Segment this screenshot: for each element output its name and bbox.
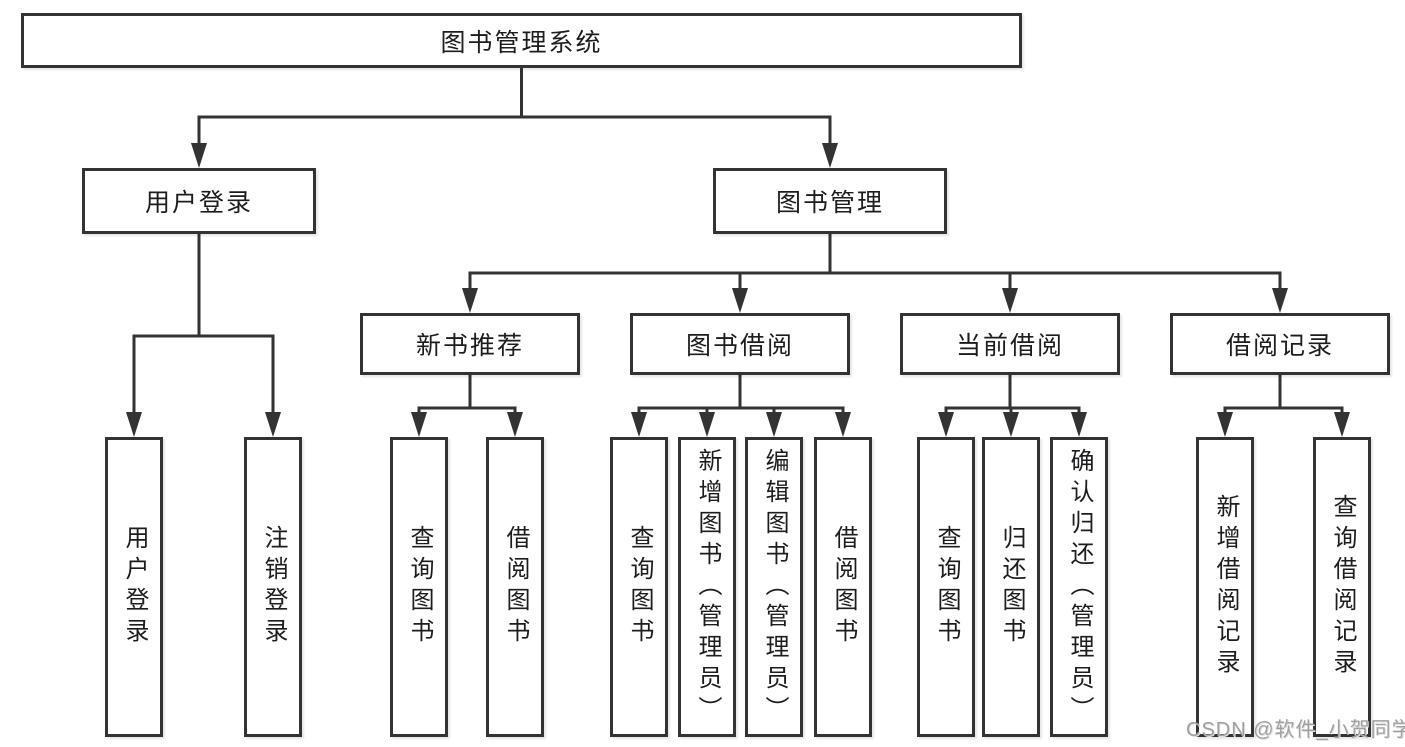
node-root-label: 图书管理系统 bbox=[440, 28, 603, 57]
leaf-query-books-recommend-label: 查询图书 bbox=[406, 525, 433, 649]
leaf-user-login: 用户登录 bbox=[105, 437, 163, 737]
leaf-add-borrow-record: 新增借阅记录 bbox=[1196, 437, 1254, 737]
arrowhead bbox=[191, 143, 207, 168]
leaf-confirm-return-admin-label: 确认归还（管理员） bbox=[1066, 447, 1093, 727]
node-book-borrowing: 图书借阅 bbox=[630, 313, 850, 375]
leaf-edit-book-admin-label: 编辑图书（管理员） bbox=[761, 447, 788, 727]
arrowhead bbox=[462, 288, 478, 313]
connector-book-borrowing-to-leaves bbox=[631, 373, 851, 437]
node-new-book-recommendation: 新书推荐 bbox=[360, 313, 580, 375]
arrowhead bbox=[126, 412, 142, 437]
arrowhead bbox=[835, 412, 851, 437]
connector-borrowing-records-to-leaves bbox=[1217, 373, 1350, 437]
arrowhead bbox=[938, 412, 954, 437]
leaf-add-borrow-record-label: 新增借阅记录 bbox=[1212, 494, 1239, 680]
arrowhead bbox=[411, 412, 427, 437]
node-user-login-label: 用户登录 bbox=[144, 189, 253, 217]
connector-root-to-level2 bbox=[191, 66, 838, 168]
arrowhead bbox=[1217, 412, 1233, 437]
arrowhead bbox=[631, 412, 647, 437]
arrowhead bbox=[1002, 288, 1018, 313]
leaf-edit-book-admin: 编辑图书（管理员） bbox=[745, 437, 803, 737]
node-current-borrowing: 当前借阅 bbox=[900, 313, 1120, 375]
leaf-logout-label: 注销登录 bbox=[260, 525, 287, 649]
leaf-return-book: 归还图书 bbox=[982, 437, 1040, 737]
leaf-query-borrow-record-label: 查询借阅记录 bbox=[1329, 494, 1356, 680]
node-root: 图书管理系统 bbox=[21, 13, 1022, 68]
node-borrowing-records-label: 借阅记录 bbox=[1225, 332, 1334, 360]
leaf-return-book-label: 归还图书 bbox=[998, 525, 1025, 649]
node-book-borrowing-label: 图书借阅 bbox=[685, 332, 794, 360]
connector-book-management-to-level3 bbox=[462, 232, 1288, 313]
arrowhead bbox=[1334, 412, 1350, 437]
leaf-query-books-current: 查询图书 bbox=[917, 437, 975, 737]
leaf-add-book-admin: 新增图书（管理员） bbox=[678, 437, 736, 737]
connector-new-book-recommendation-to-leaves bbox=[411, 373, 523, 437]
arrowhead bbox=[766, 412, 782, 437]
node-new-book-recommendation-label: 新书推荐 bbox=[415, 332, 524, 360]
leaf-borrow-books-borrow-label: 借阅图书 bbox=[830, 525, 857, 649]
arrowhead bbox=[1272, 288, 1288, 313]
leaf-borrow-books-recommend-label: 借阅图书 bbox=[502, 525, 529, 649]
node-user-login: 用户登录 bbox=[82, 168, 316, 234]
node-current-borrowing-label: 当前借阅 bbox=[955, 332, 1064, 360]
node-borrowing-records: 借阅记录 bbox=[1170, 313, 1390, 375]
leaf-query-books-borrow: 查询图书 bbox=[610, 437, 668, 737]
leaf-query-books-recommend: 查询图书 bbox=[390, 437, 448, 737]
leaf-add-book-admin-label: 新增图书（管理员） bbox=[694, 447, 721, 727]
connector-current-borrowing-to-leaves bbox=[938, 373, 1087, 437]
node-book-management: 图书管理 bbox=[713, 168, 947, 234]
leaf-query-books-current-label: 查询图书 bbox=[933, 525, 960, 649]
leaf-borrow-books-borrow: 借阅图书 bbox=[814, 437, 872, 737]
arrowhead bbox=[699, 412, 715, 437]
leaf-confirm-return-admin: 确认归还（管理员） bbox=[1050, 437, 1108, 737]
arrowhead bbox=[822, 143, 838, 168]
leaf-query-books-borrow-label: 查询图书 bbox=[626, 525, 653, 649]
connector-user-login-to-leaves bbox=[126, 232, 281, 437]
leaf-user-login-label: 用户登录 bbox=[121, 525, 148, 649]
leaf-logout: 注销登录 bbox=[244, 437, 302, 737]
csdn-watermark: CSDN @软件_小贺同学 bbox=[1186, 719, 1405, 741]
arrowhead bbox=[732, 288, 748, 313]
leaf-query-borrow-record: 查询借阅记录 bbox=[1313, 437, 1371, 737]
arrowhead bbox=[1003, 412, 1019, 437]
arrowhead bbox=[507, 412, 523, 437]
leaf-borrow-books-recommend: 借阅图书 bbox=[486, 437, 544, 737]
arrowhead bbox=[1071, 412, 1087, 437]
node-book-management-label: 图书管理 bbox=[775, 189, 884, 217]
arrowhead bbox=[265, 412, 281, 437]
